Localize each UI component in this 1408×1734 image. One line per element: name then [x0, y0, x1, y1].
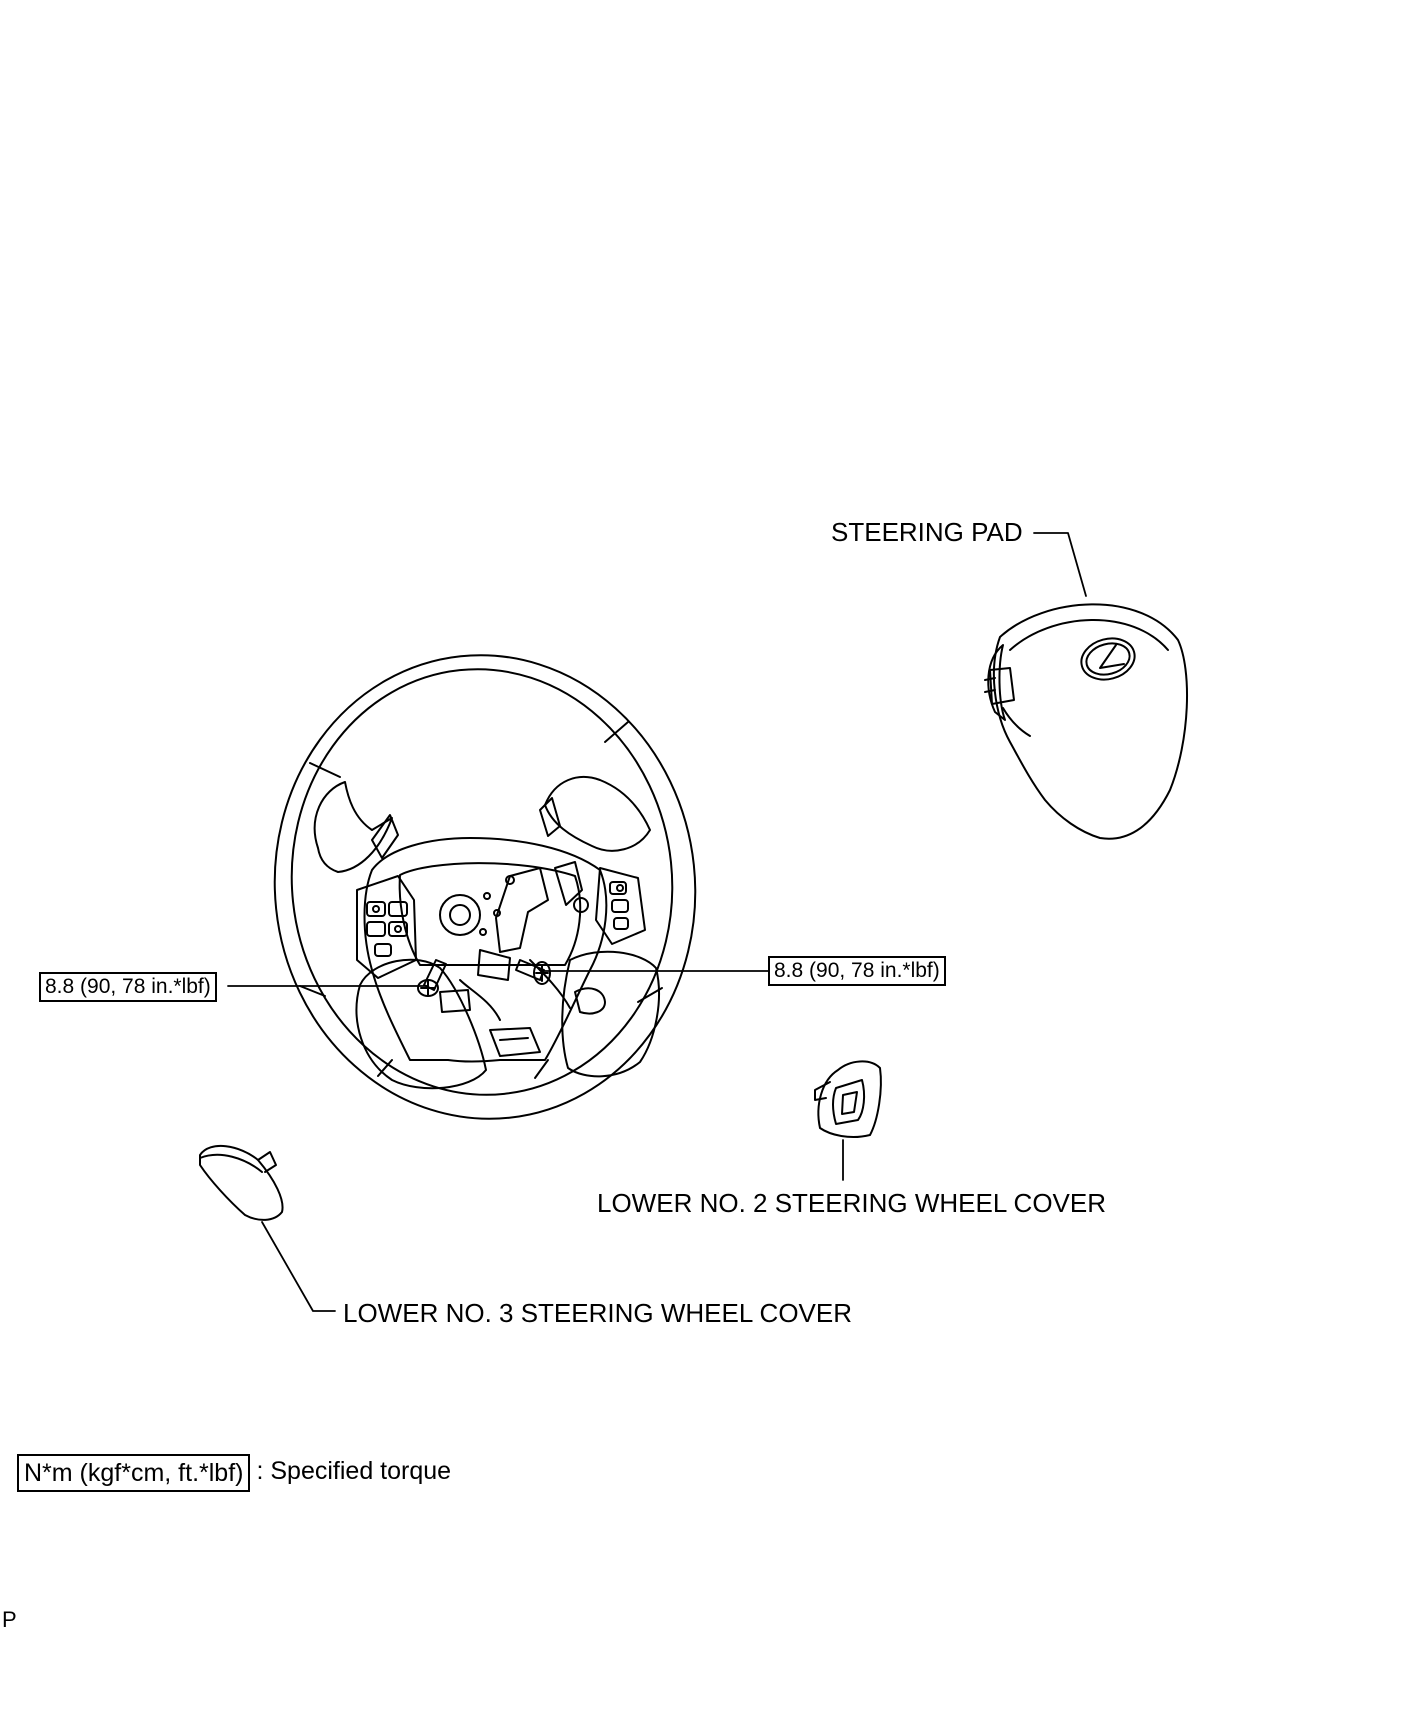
lower-no2-cover	[814, 1060, 882, 1138]
legend-description: : Specified torque	[256, 1457, 452, 1485]
lower-no3-cover	[199, 1144, 284, 1221]
right-bolt	[515, 959, 551, 985]
left-bolt	[417, 959, 447, 997]
torque-label-left: 8.8 (90, 78 in.*lbf)	[39, 972, 217, 1002]
steering-pad	[984, 603, 1188, 840]
torque-label-right: 8.8 (90, 78 in.*lbf)	[768, 956, 946, 986]
lexus-emblem-icon	[1080, 637, 1136, 681]
torque-legend: N*m (kgf*cm, ft.*lbf): Specified torque	[17, 1454, 451, 1492]
leader-lines	[227, 532, 1087, 1312]
right-switch-cluster	[595, 867, 646, 945]
label-lower-no3-cover: LOWER NO. 3 STEERING WHEEL COVER	[343, 1298, 853, 1328]
steering-wheel	[273, 654, 697, 1120]
corner-mark: P	[2, 1607, 17, 1632]
label-lower-no2-cover: LOWER NO. 2 STEERING WHEEL COVER	[597, 1188, 1107, 1218]
label-steering-pad: STEERING PAD	[831, 517, 1023, 547]
legend-unit-box: N*m (kgf*cm, ft.*lbf)	[17, 1454, 251, 1492]
